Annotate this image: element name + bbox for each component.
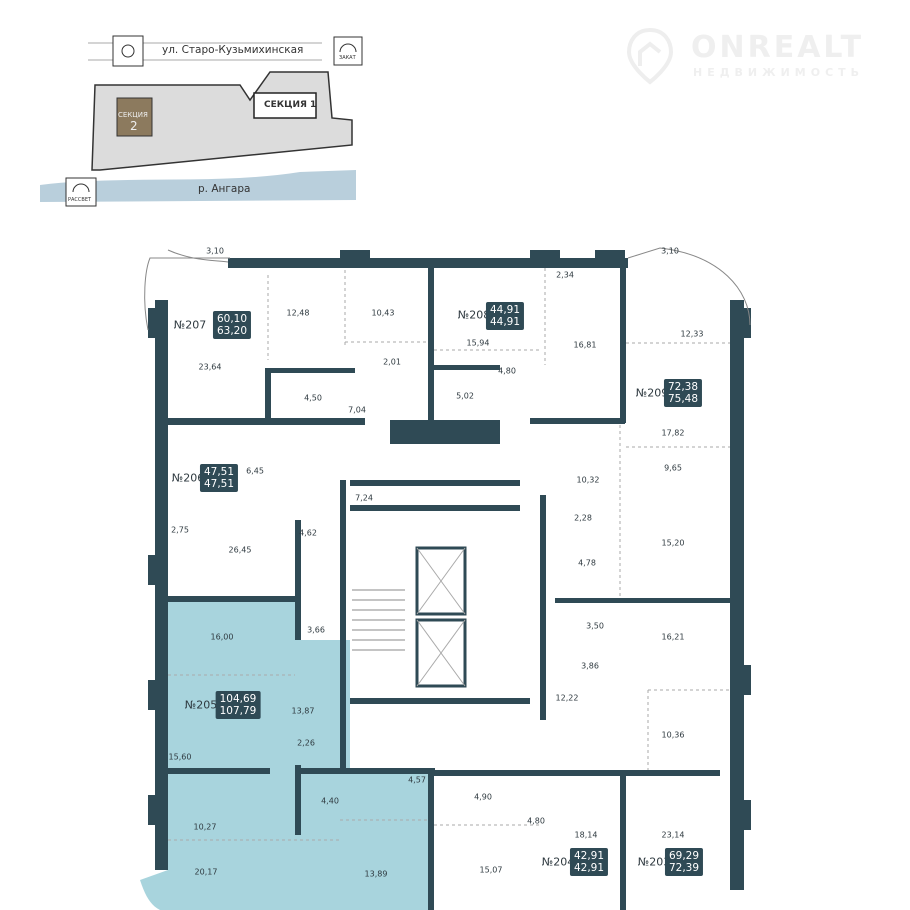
- watermark-brand: ONREALT: [691, 30, 865, 65]
- apartment-number: №203: [637, 855, 671, 869]
- room-area: 12,48: [286, 308, 310, 318]
- section-2-label: СЕКЦИЯ: [118, 111, 148, 119]
- watermark-subtitle: НЕДВИЖИМОСТЬ: [693, 66, 865, 79]
- apartment-number: №209: [635, 386, 669, 400]
- room-area: 3,10: [206, 246, 224, 256]
- room-area: 4,78: [578, 558, 596, 568]
- room-area: 4,90: [474, 792, 492, 802]
- total-area: 47,51: [203, 478, 235, 490]
- sunset-icon: [333, 36, 363, 66]
- living-area: 72,38: [667, 381, 699, 393]
- room-area: 12,22: [555, 693, 579, 703]
- living-area: 44,91: [489, 304, 521, 316]
- section-1-label: СЕКЦИЯ 1: [264, 100, 317, 110]
- sunset-label: ЗАКАТ: [339, 55, 356, 61]
- living-area: 60,10: [216, 313, 248, 325]
- street-label: ул. Старо-Кузьмихинская: [162, 44, 304, 56]
- room-area: 4,50: [304, 393, 322, 403]
- room-area: 26,45: [228, 545, 252, 555]
- section-2-block: [116, 97, 153, 137]
- room-area: 23,64: [198, 362, 222, 372]
- total-area: 75,48: [667, 393, 699, 405]
- sunrise-label: РАССВЕТ: [68, 197, 92, 203]
- section-2-number: 2: [130, 119, 138, 133]
- room-area: 3,10: [661, 246, 679, 256]
- room-area: 3,86: [581, 661, 599, 671]
- room-area: 15,60: [168, 752, 192, 762]
- room-area: 10,43: [371, 308, 395, 318]
- room-area: 12,33: [680, 329, 704, 339]
- room-area: 15,20: [661, 538, 685, 548]
- room-area: 16,00: [210, 632, 234, 642]
- apartment-number: №207: [173, 318, 207, 332]
- sunrise-icon: [65, 177, 97, 207]
- elevator-icon: [415, 546, 467, 688]
- stairs-icon: [352, 589, 405, 651]
- room-area: 6,45: [246, 466, 264, 476]
- room-area: 4,80: [527, 816, 545, 826]
- total-area: 63,20: [216, 325, 248, 337]
- room-area: 2,01: [383, 357, 401, 367]
- room-area: 4,40: [321, 796, 339, 806]
- room-area: 4,80: [498, 366, 516, 376]
- total-area: 44,91: [489, 316, 521, 328]
- room-area: 16,81: [573, 340, 597, 350]
- apartment-number: №208: [457, 308, 491, 322]
- room-area: 7,04: [348, 405, 366, 415]
- room-area: 20,17: [194, 867, 218, 877]
- room-area: 4,57: [408, 775, 426, 785]
- room-area: 7,24: [355, 493, 373, 503]
- room-area: 13,87: [291, 706, 315, 716]
- apartment-number: №204: [541, 855, 575, 869]
- room-area: 2,34: [556, 270, 574, 280]
- house-pin-icon: [626, 27, 674, 85]
- total-area: 72,39: [668, 862, 700, 874]
- sun-icon: [112, 35, 144, 67]
- room-area: 2,28: [574, 513, 592, 523]
- living-area: 47,51: [203, 466, 235, 478]
- room-area: 13,89: [364, 869, 388, 879]
- living-area: 69,29: [668, 850, 700, 862]
- total-area: 42,91: [573, 862, 605, 874]
- room-area: 3,50: [586, 621, 604, 631]
- room-area: 16,21: [661, 632, 685, 642]
- room-area: 10,32: [576, 475, 600, 485]
- total-area: 107,79: [219, 705, 257, 717]
- room-area: 23,14: [661, 830, 685, 840]
- watermark-logo: ONREALT НЕДВИЖИМОСТЬ: [625, 26, 895, 86]
- room-area: 10,36: [661, 730, 685, 740]
- room-area: 2,75: [171, 525, 189, 535]
- apartment-205-highlight: [168, 598, 430, 910]
- room-area: 3,66: [307, 625, 325, 635]
- apartment-number: №206: [171, 471, 205, 485]
- room-area: 9,65: [664, 463, 682, 473]
- river-label: р. Ангара: [198, 183, 251, 195]
- room-area: 17,82: [661, 428, 685, 438]
- section-1-block: [253, 92, 317, 119]
- room-area: 15,07: [479, 865, 503, 875]
- living-area: 42,91: [573, 850, 605, 862]
- room-area: 5,02: [456, 391, 474, 401]
- room-area: 10,27: [193, 822, 217, 832]
- apartment-number: №205: [184, 698, 218, 712]
- room-area: 18,14: [574, 830, 598, 840]
- room-area: 15,94: [466, 338, 490, 348]
- site-map: ул. Старо-Кузьмихинская р. Ангара ЗАКАТ …: [0, 0, 400, 220]
- room-area: 2,26: [297, 738, 315, 748]
- living-area: 104,69: [219, 693, 257, 705]
- room-area: 4,62: [299, 528, 317, 538]
